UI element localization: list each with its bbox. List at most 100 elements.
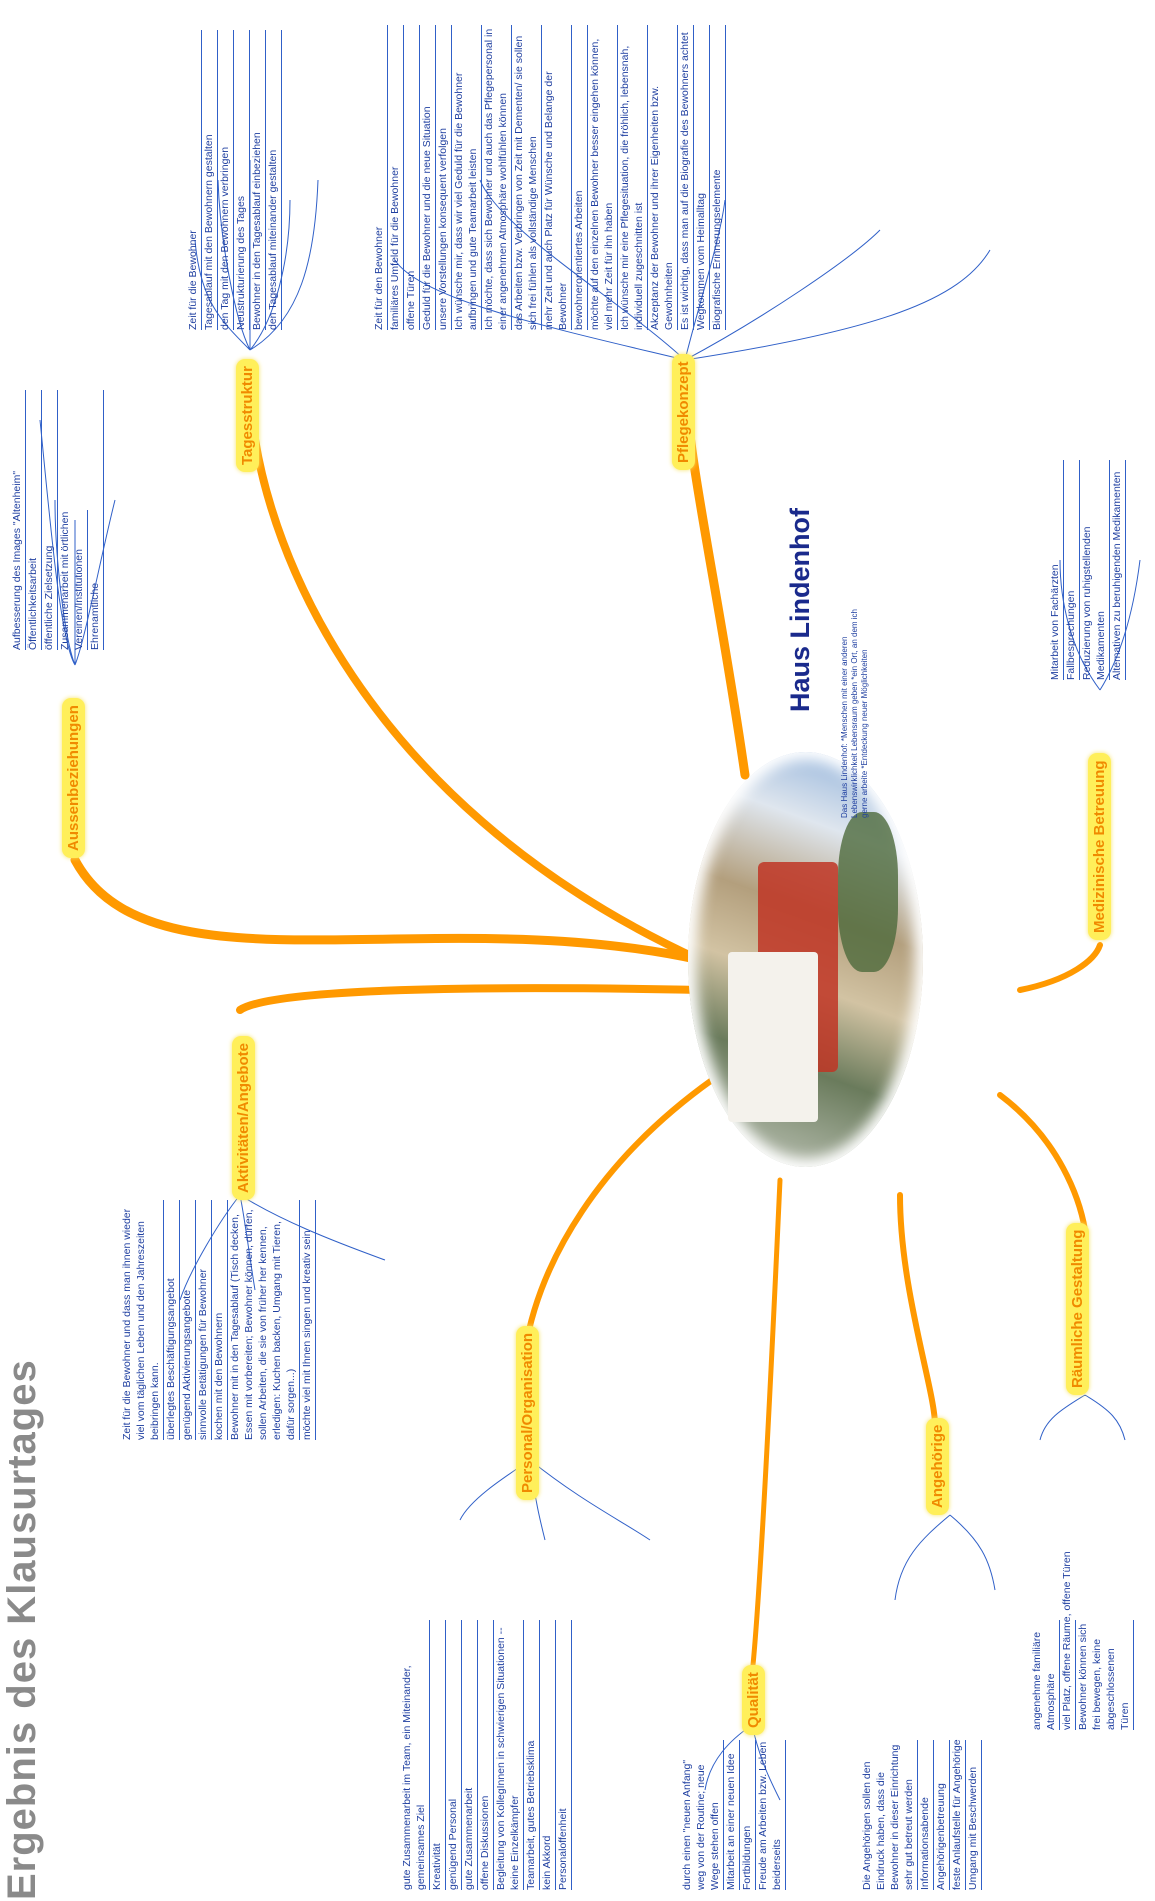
leaf-item: Öffentlichkeitsarbeit — [26, 390, 42, 650]
leaf-item: angenehme familiäre Atmosphäre — [1030, 1620, 1060, 1730]
leaf-item: unsere Vorstellungen konsequent verfolge… — [436, 25, 452, 330]
leaves-medizinische-betreuung: Mitarbeit von Fachärzten Fallbesprechung… — [1048, 460, 1126, 680]
leaf-item: feste Anlaufstelle für Angehörige — [950, 1739, 966, 1890]
leaf-item: Fortbildungen — [740, 1740, 756, 1890]
leaf-fan-pflege — [394, 179, 991, 361]
branch-aktivitaeten-angebote[interactable]: Aktivitäten/Angebote — [232, 1035, 255, 1200]
leaf-fan-aktiv — [179, 1194, 386, 1301]
leaf-item: Zeit für den Bewohner — [372, 25, 388, 330]
leaf-item: Zusammenarbeit mit örtlichen Vereinen/In… — [58, 510, 88, 650]
branch-line-aktivitaeten — [236, 984, 704, 1014]
leaf-item: genügend Personal — [446, 1620, 462, 1890]
leaf-item: Mitarbeit an einer neuen Idee — [724, 1740, 740, 1890]
leaf-item: familiäres Umfeld für die Bewohner — [388, 25, 404, 330]
leaves-qualitaet: durch einen "neuen Anfang" weg von der R… — [680, 1740, 786, 1890]
branch-line-aussenbeziehungen — [70, 855, 705, 965]
leaves-raeumliche-gestaltung: angenehme familiäre Atmosphäre viel Plat… — [1030, 1551, 1134, 1730]
leaf-item: sinnvolle Betätigungen für Bewohner — [196, 1200, 212, 1440]
branch-line-qualitaet — [749, 1177, 783, 1678]
leaf-item: durch einen "neuen Anfang" weg von der R… — [680, 1740, 724, 1890]
leaf-fan-personal — [459, 1459, 651, 1541]
branch-pflegekonzept[interactable]: Pflegekonzept — [672, 354, 695, 470]
leaf-item: Personaloffenheit — [556, 1620, 572, 1890]
leaf-item: Teamarbeit, gutes Betriebsklima — [524, 1620, 540, 1890]
leaf-item: möchte viel mit Ihnen singen und kreativ… — [300, 1200, 316, 1440]
leaf-item: Informationsabende — [918, 1740, 934, 1890]
branch-line-medizinische — [1017, 942, 1103, 993]
leaf-item: möchte auf den einzelnen Bewohner besser… — [588, 25, 618, 330]
leaf-item: Begleitung von KollegInnen in schwierige… — [494, 1620, 524, 1890]
leaf-fan-raeum — [1039, 1394, 1126, 1441]
leaf-fan-aussen — [39, 419, 116, 666]
leaf-item: den Tagesablauf miteinander gestalten — [266, 30, 282, 330]
leaf-item: Angehörigenbetreuung — [934, 1740, 950, 1890]
leaf-item: Bewohner in den Tagesablauf einbeziehen — [250, 30, 266, 330]
leaf-item: mehr Zeit und auch Platz für Wünsche und… — [542, 25, 572, 330]
leaf-item: viel Platz, offene Räume, offene Türen — [1060, 1551, 1076, 1730]
branch-raeumliche-gestaltung[interactable]: Räumliche Gestaltung — [1066, 1222, 1089, 1395]
leaf-item: offene Diskussionen — [478, 1620, 494, 1890]
leaf-item: öffentliche Zielsetzung — [42, 390, 58, 650]
leaf-item: den Tag mit den Bewohnern verbringen — [218, 30, 234, 330]
center-title: Haus Lindenhof — [785, 508, 815, 712]
leaves-angehoerige: Die Angehörigen sollen den Eindruck habe… — [860, 1739, 982, 1890]
leaf-item: Bewohner mit in den Tagesablauf (Tisch d… — [228, 1200, 300, 1440]
leaf-item: kochen mit den Bewohnern — [212, 1200, 228, 1440]
leaf-item: Ich wünsche mir, dass wir viel Geduld fü… — [452, 25, 482, 330]
leaf-item: das Arbeiten bzw. Verbringen von Zeit mi… — [512, 25, 542, 330]
leaf-item: Freude am Arbeiten bzw. Leben beiderseit… — [756, 1740, 786, 1890]
branch-line-angehoerige — [897, 1192, 938, 1428]
leaf-fan-tages — [194, 160, 319, 351]
branch-line-tagesstruktur — [246, 376, 704, 964]
leaf-item: Akzeptanz der Bewohner und ihrer Eigenhe… — [648, 25, 678, 330]
leaf-item: Tagesablauf mit den Bewohnern gestalten — [202, 30, 218, 330]
leaf-item: offene Türen — [404, 25, 420, 330]
leaves-aussenbeziehungen: Aufbesserung des Images "Altenheim" Öffe… — [10, 390, 104, 650]
leaves-pflegekonzept: Zeit für den Bewohner familiäres Umfeld … — [372, 25, 726, 330]
branch-tagesstruktur[interactable]: Tagesstruktur — [236, 359, 259, 472]
leaf-item: Alternativen zu beruhigenden Medikamente… — [1110, 460, 1126, 680]
branch-medizinische-betreuung[interactable]: Medizinische Betreuung — [1088, 753, 1111, 940]
leaf-item: Umgang mit Beschwerden — [966, 1740, 982, 1890]
center-note: Das Haus Lindenhof: *Menschen mit einer … — [840, 608, 869, 818]
leaf-item: Ehrenamtliche — [88, 390, 104, 650]
leaf-item: Fallbesprechungen — [1064, 460, 1080, 680]
leaf-item: Zeit für die Bewohner — [186, 30, 202, 330]
branch-angehoerige[interactable]: Angehörige — [926, 1417, 949, 1515]
leaf-item: Ich möchte, dass sich Bewohner und auch … — [482, 25, 512, 330]
branch-qualitaet[interactable]: Qualität — [742, 1665, 765, 1735]
leaf-item: Neustrukturierung des Tages — [234, 30, 250, 330]
leaf-item: Zeit für die Bewohner und dass man ihnen… — [120, 1200, 164, 1440]
leaves-personal-organisation: gute Zusammenarbeit im Team, ein Miteina… — [400, 1620, 572, 1890]
leaf-item: überlegtes Beschäftigungsangebot — [164, 1200, 180, 1440]
leaves-tagesstruktur: Zeit für die Bewohner Tagesablauf mit de… — [186, 30, 282, 330]
leaf-item: kein Akkord — [540, 1620, 556, 1890]
branch-line-raeumliche — [997, 1092, 1088, 1233]
leaf-item: Es ist wichtig, dass man auf die Biograf… — [678, 25, 694, 330]
leaf-item: Ich wünsche mir eine Pflegesituation, di… — [618, 25, 648, 330]
house-photo — [688, 752, 923, 1167]
branch-line-personal — [522, 1077, 715, 1353]
leaf-item: gute Zusammenarbeit im Team, ein Miteina… — [400, 1620, 430, 1890]
leaf-item: Reduzierung von ruhigstellenden Medikame… — [1080, 460, 1110, 680]
leaf-item: Die Angehörigen sollen den Eindruck habe… — [860, 1740, 918, 1890]
leaf-fan-med — [1059, 559, 1141, 691]
leaf-item: Biografische Erinnerungselemente — [710, 25, 726, 330]
wall-shape — [728, 952, 818, 1122]
leaf-item: Mitarbeit von Fachärzten — [1048, 460, 1064, 680]
leaf-item: Kreativität — [430, 1620, 446, 1890]
leaf-fan-angeh — [894, 1514, 996, 1601]
leaf-item: bewohnerorientiertes Arbeiten — [572, 25, 588, 330]
leaf-item: Aufbesserung des Images "Altenheim" — [10, 390, 26, 650]
tree-shape — [838, 812, 898, 972]
page-title: Ergebnis des Klausurtages — [0, 1359, 44, 1900]
leaves-aktivitaeten-angebote: Zeit für die Bewohner und dass man ihnen… — [120, 1200, 316, 1440]
leaf-item: genügend Aktivierungsangebote — [180, 1200, 196, 1440]
branch-personal-organisation[interactable]: Personal/Organisation — [516, 1325, 539, 1500]
leaf-item: Geduld für die Bewohner und die neue Sit… — [420, 25, 436, 330]
leaf-item: Wegkommen vom Heimalltag — [694, 25, 710, 330]
leaf-item: Bewohner können sich frei bewegen, keine… — [1076, 1620, 1134, 1730]
leaf-item: gute Zusammenarbeit — [462, 1620, 478, 1890]
branch-aussenbeziehungen[interactable]: Aussenbeziehungen — [62, 698, 85, 858]
